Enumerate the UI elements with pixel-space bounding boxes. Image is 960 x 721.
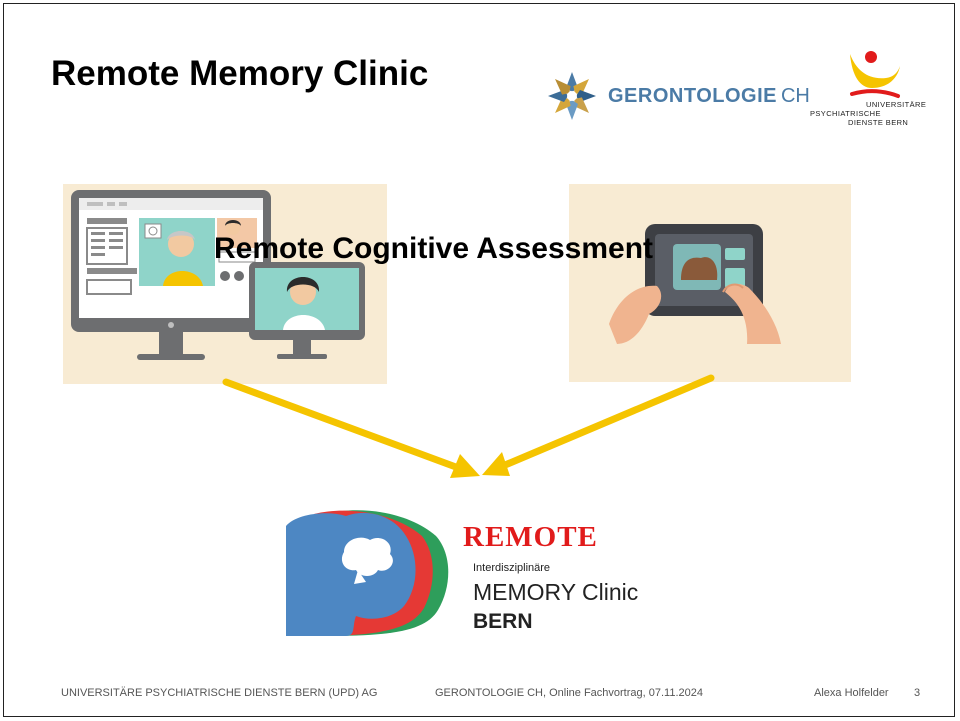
gerontologie-light: CH [780, 84, 810, 107]
tablet-illustration [569, 184, 851, 382]
upd-text-line2: PSYCHIATRISCHE [810, 109, 881, 118]
upd-logo: UNIVERSITÄRE PSYCHIATRISCHE DIENSTE BERN [810, 48, 928, 158]
telemedicine-illustration [63, 184, 387, 384]
overlay-heading: Remote Cognitive Assessment [214, 232, 654, 265]
computer-screens-illustration [71, 190, 365, 360]
footer-author: Alexa Holfelder [814, 687, 889, 699]
remote-logo-line2: MEMORY Clinic [473, 579, 639, 605]
gerontologie-bold: GERONTOLOGIE [608, 84, 777, 107]
tablet-hands-illustration [609, 224, 781, 344]
remote-wordmark: REMOTE [463, 521, 598, 553]
remote-logo-line3: BERN [473, 610, 533, 633]
bear-brain-logo-icon [286, 510, 449, 636]
footer-page-number: 3 [914, 687, 921, 699]
gerontologie-star-icon [548, 72, 596, 120]
upd-figure-icon [850, 51, 900, 98]
converging-arrows [222, 374, 715, 478]
slide-title: Remote Memory Clinic [51, 54, 429, 93]
remote-logo-line1: Interdisziplinäre [473, 562, 551, 574]
footer-organization: UNIVERSITÄRE PSYCHIATRISCHE DIENSTE BERN… [61, 687, 378, 699]
right-arrow [482, 374, 715, 476]
footer-event: GERONTOLOGIE CH, Online Fachvortrag, 07.… [435, 687, 703, 699]
upd-text-line3: DIENSTE BERN [848, 118, 909, 127]
upd-text-line1: UNIVERSITÄRE [866, 100, 927, 109]
left-arrow [222, 378, 480, 478]
